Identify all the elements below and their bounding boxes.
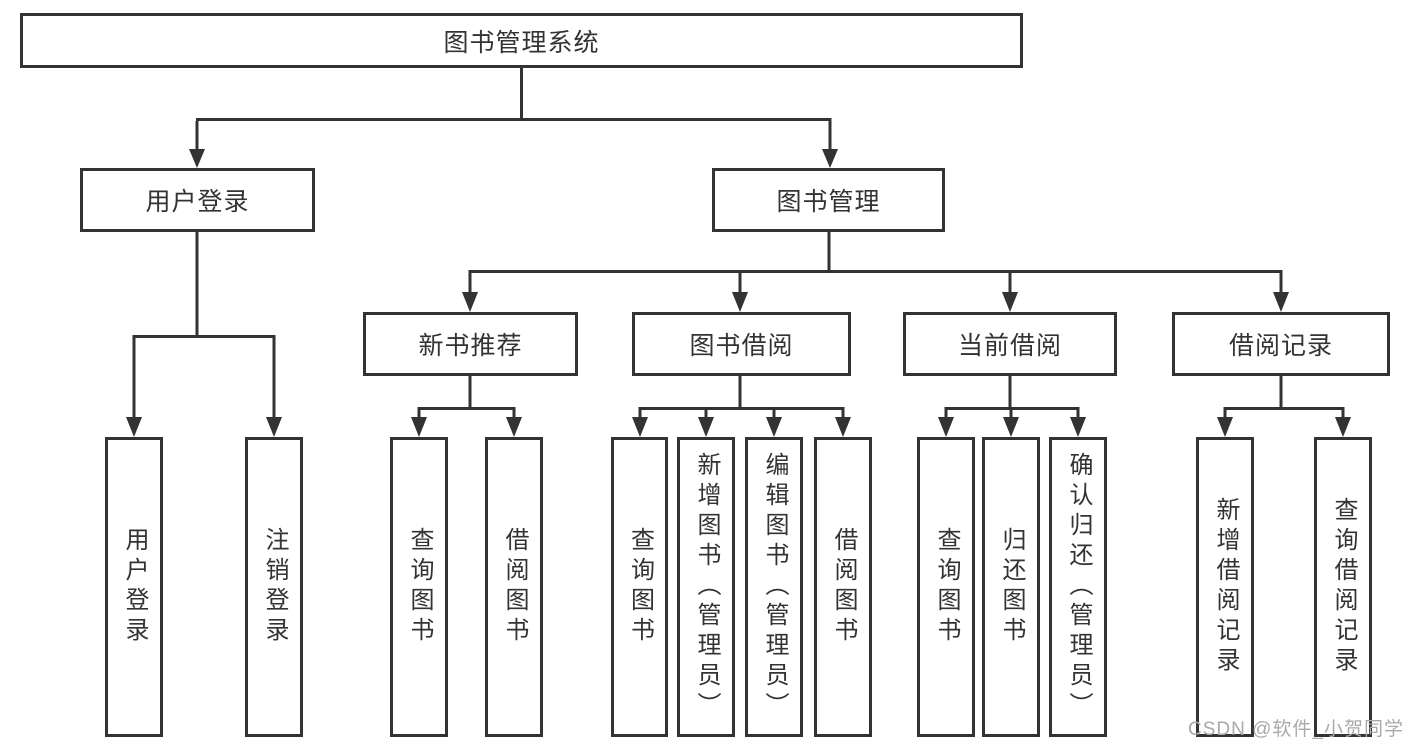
arrowhead-icon	[835, 417, 851, 437]
leaf-logout: 注销登录	[245, 437, 303, 737]
arrowhead-icon	[732, 292, 748, 312]
csdn-watermark: CSDN @软件_小贺同学	[1188, 719, 1404, 740]
leaf-borrow-books-recommend: 借阅图书	[485, 437, 543, 737]
arrowhead-icon	[1002, 292, 1018, 312]
leaf-label: 编辑图书（管理员）	[761, 452, 788, 722]
leaf-query-books-borrowing: 查询图书	[611, 437, 668, 737]
leaf-label: 借阅图书	[830, 527, 857, 647]
leaf-query-books-current: 查询图书	[917, 437, 975, 737]
leaf-label: 查询图书	[626, 527, 654, 647]
arrowhead-icon	[698, 417, 714, 437]
leaf-label: 新增图书（管理员）	[693, 452, 720, 722]
leaf-add-book-admin: 新增图书（管理员）	[677, 437, 735, 737]
leaf-label: 用户登录	[121, 527, 148, 647]
leaf-confirm-return-admin: 确认归还（管理员）	[1049, 437, 1107, 737]
leaf-return-books: 归还图书	[982, 437, 1040, 737]
node-current-borrowing: 当前借阅	[903, 312, 1117, 376]
leaf-label: 新增借阅记录	[1212, 497, 1239, 677]
arrowhead-icon	[1273, 292, 1289, 312]
leaf-query-borrow-record: 查询借阅记录	[1314, 437, 1372, 737]
leaf-edit-book-admin: 编辑图书（管理员）	[745, 437, 803, 737]
arrowhead-icon	[506, 417, 522, 437]
arrowhead-icon	[411, 417, 427, 437]
arrowhead-icon	[1217, 417, 1233, 437]
leaf-label: 查询图书	[933, 527, 960, 647]
leaf-user-login: 用户登录	[105, 437, 163, 737]
node-library-system: 图书管理系统	[20, 13, 1023, 68]
node-new-book-recommend: 新书推荐	[363, 312, 578, 376]
node-book-management: 图书管理	[712, 168, 945, 232]
arrowhead-icon	[189, 149, 205, 168]
arrowhead-icon	[632, 417, 648, 437]
arrowhead-icon	[126, 417, 142, 437]
arrowhead-icon	[266, 417, 282, 437]
arrowhead-icon	[1003, 417, 1019, 437]
leaf-query-books-recommend: 查询图书	[390, 437, 448, 737]
node-borrowing-records: 借阅记录	[1172, 312, 1390, 376]
leaf-label: 借阅图书	[501, 527, 528, 647]
arrowhead-icon	[462, 292, 478, 312]
leaf-label: 查询借阅记录	[1330, 497, 1357, 677]
leaf-borrow-books-borrowing: 借阅图书	[814, 437, 872, 737]
leaf-label: 确认归还（管理员）	[1065, 452, 1092, 722]
leaf-label: 归还图书	[998, 527, 1025, 647]
arrowhead-icon	[938, 417, 954, 437]
node-book-borrowing: 图书借阅	[632, 312, 851, 376]
leaf-add-borrow-record: 新增借阅记录	[1196, 437, 1254, 737]
arrowhead-icon	[1070, 417, 1086, 437]
arrowhead-icon	[1335, 417, 1351, 437]
arrowhead-icon	[766, 417, 782, 437]
arrowhead-icon	[822, 149, 838, 168]
leaf-label: 注销登录	[261, 527, 288, 647]
node-user-login: 用户登录	[80, 168, 315, 232]
leaf-label: 查询图书	[406, 527, 433, 647]
